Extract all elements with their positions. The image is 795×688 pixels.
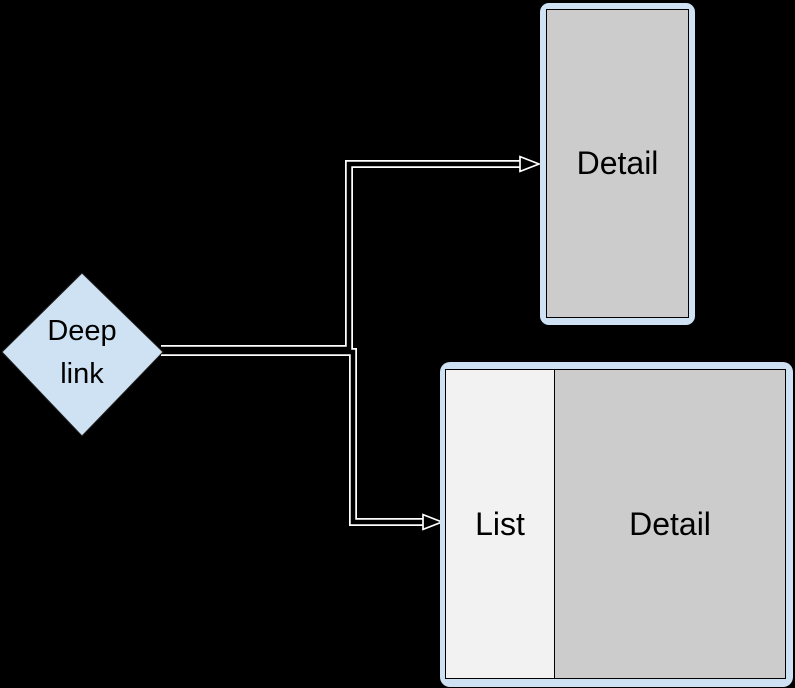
detail-portrait-screen: Detail (546, 9, 689, 318)
arrowhead-to-detail-icon (519, 155, 542, 173)
detail-pane-label: Detail (629, 505, 711, 542)
detail-pane-portrait: Detail (547, 10, 688, 317)
connector-deeplink-to-listdetail-core (161, 349, 425, 525)
list-detail-screen: List Detail (445, 369, 786, 679)
arrowhead-to-listdetail-icon (422, 513, 445, 531)
connector-deeplink-to-detail-casing (161, 160, 522, 353)
detail-portrait-label: Detail (576, 145, 659, 181)
connector-deeplink-to-detail-core (161, 161, 522, 352)
list-pane: List (446, 370, 555, 678)
deep-link-label: Deep link (47, 315, 117, 390)
detail-portrait-node: Detail (540, 3, 695, 325)
list-pane-label: List (475, 505, 525, 542)
list-detail-node: List Detail (440, 362, 793, 687)
deep-link-diamond (1, 272, 164, 437)
detail-pane-landscape: Detail (555, 370, 785, 678)
connector-deeplink-to-listdetail-casing (161, 348, 425, 526)
